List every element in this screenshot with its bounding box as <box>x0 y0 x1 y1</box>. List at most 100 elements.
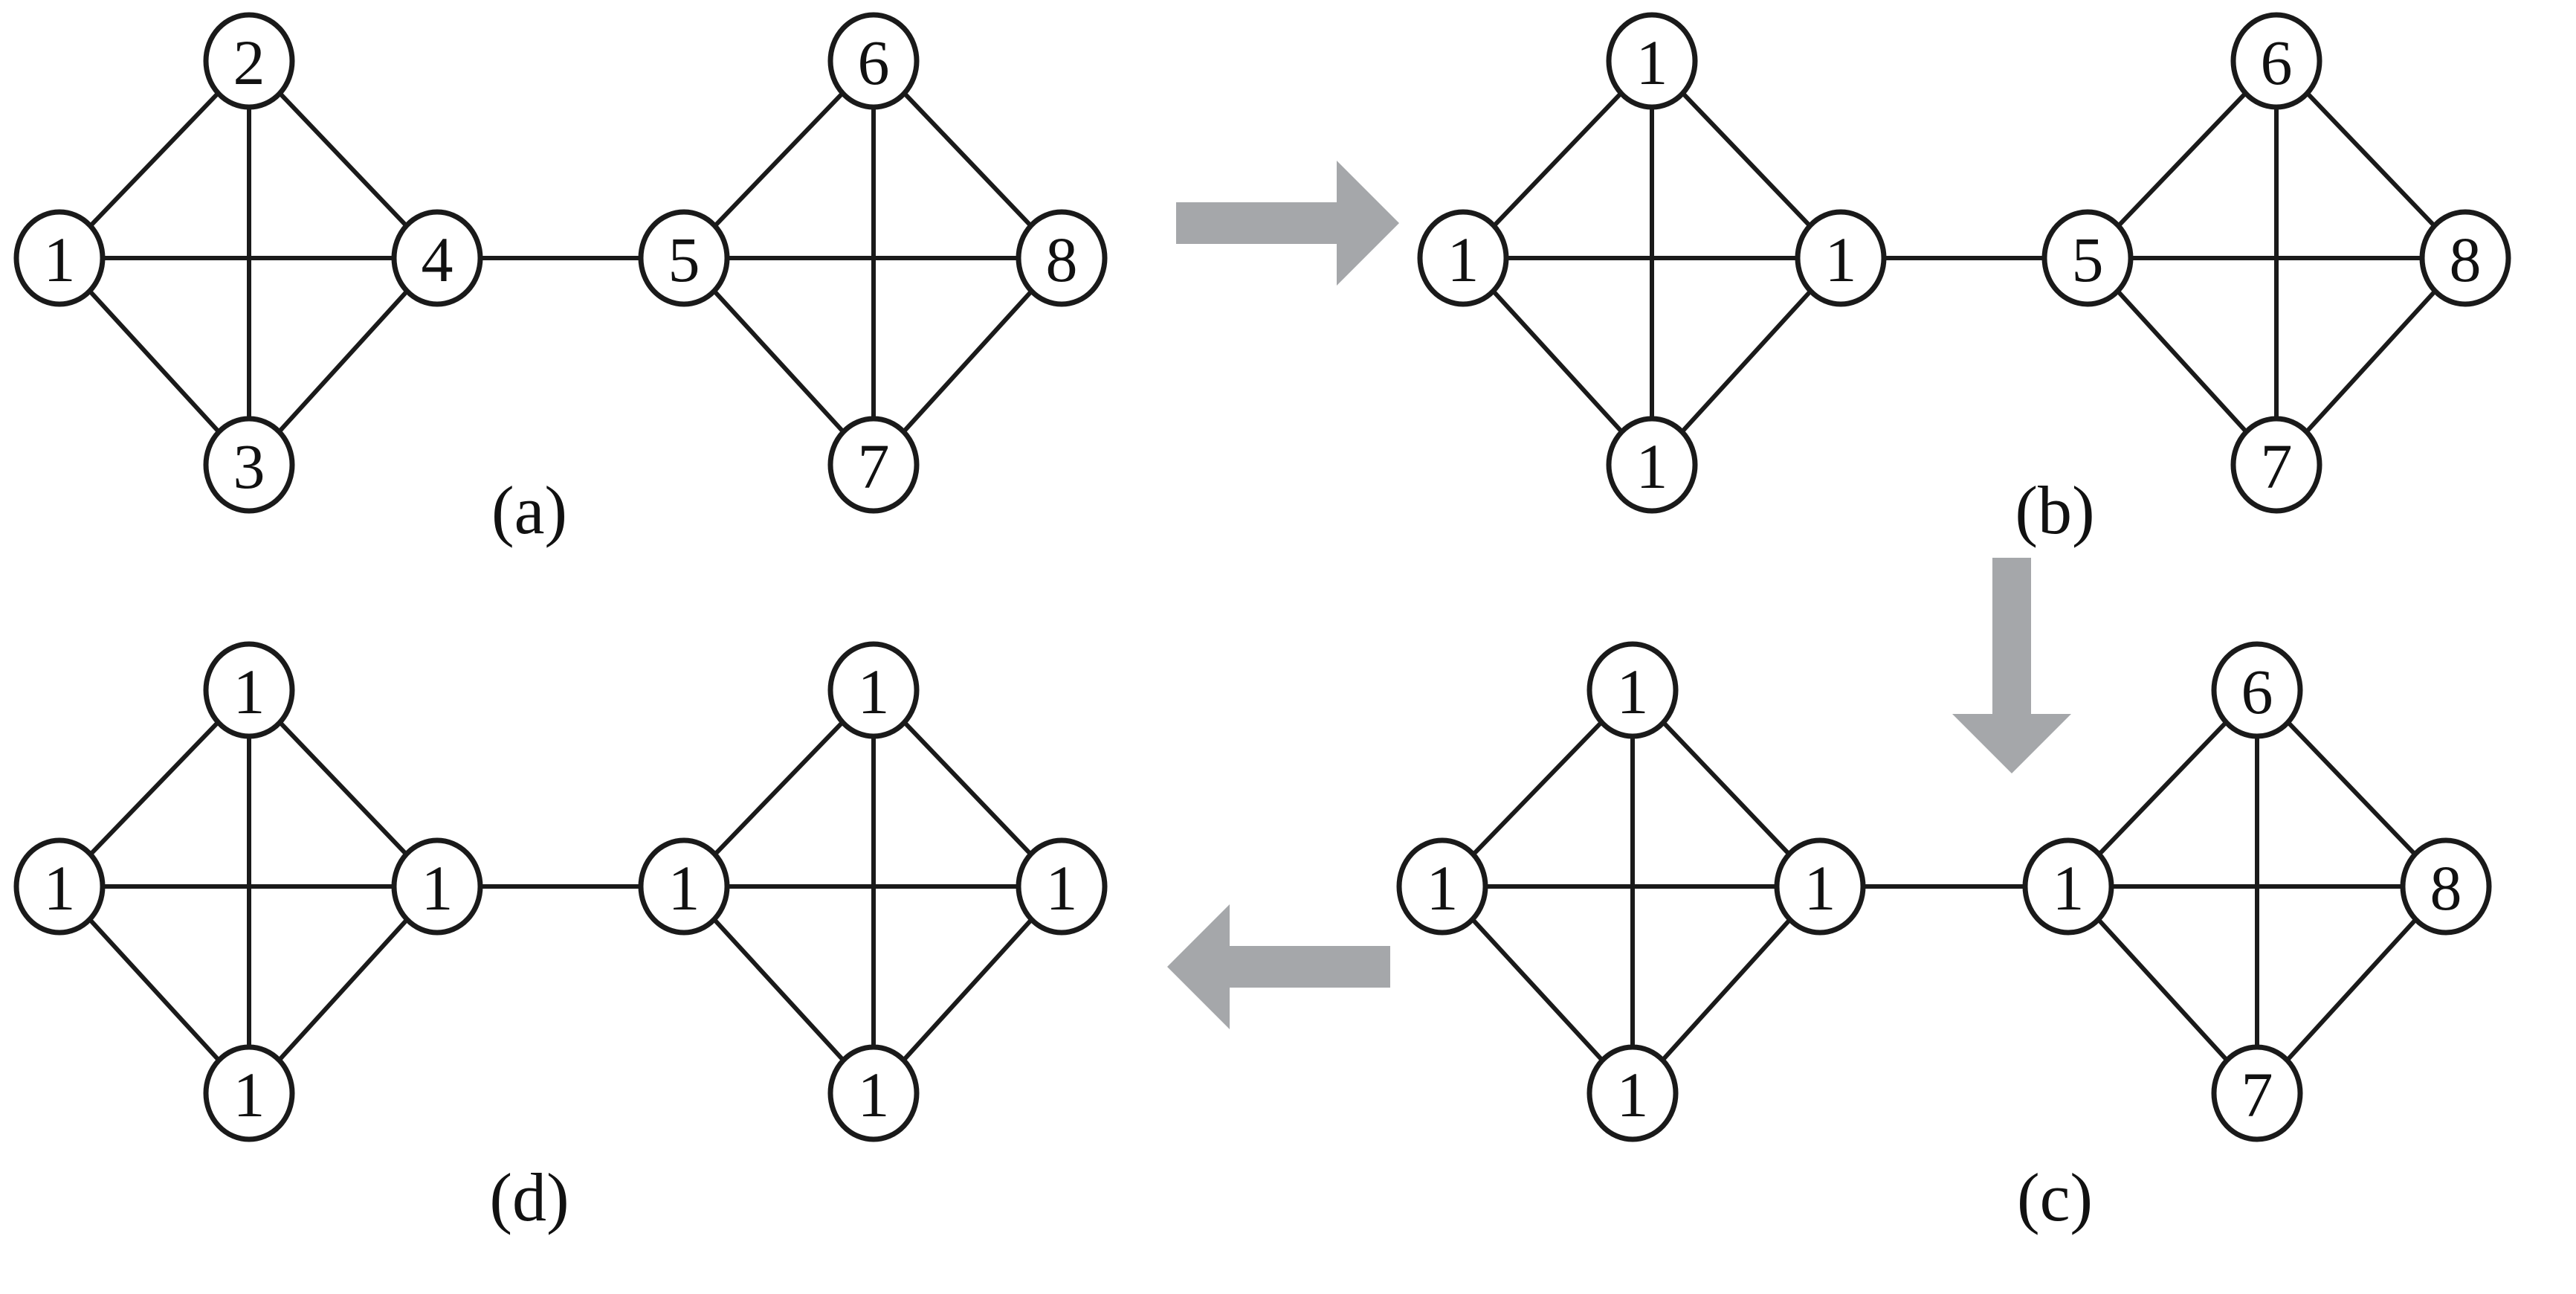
graph-edge <box>713 91 845 228</box>
node-label: 1 <box>1825 224 1857 295</box>
panel-label-c: (c) <box>2017 1159 2093 1235</box>
node-circle <box>638 837 730 936</box>
node-d-left-south[interactable]: 1 <box>203 1044 295 1142</box>
node-a-left-east[interactable]: 4 <box>391 209 483 307</box>
node-c-left-south[interactable]: 1 <box>1586 1044 1679 1142</box>
graph-edge <box>88 918 221 1062</box>
graph-edge <box>902 289 1033 434</box>
node-circle <box>1396 837 1488 936</box>
node-b-left-west[interactable]: 1 <box>1417 209 1509 307</box>
node-d-right-south[interactable]: 1 <box>827 1044 920 1142</box>
node-b-left-south[interactable]: 1 <box>1606 416 1698 514</box>
node-d-left-west[interactable]: 1 <box>13 837 106 936</box>
graph-edge <box>1492 91 1623 228</box>
node-b-right-east[interactable]: 8 <box>2419 209 2511 307</box>
node-circle <box>827 641 920 739</box>
node-label: 7 <box>858 431 890 502</box>
node-label: 1 <box>44 852 76 924</box>
node-b-right-west[interactable]: 5 <box>2041 209 2134 307</box>
node-c-right-south[interactable]: 7 <box>2211 1044 2303 1142</box>
node-circle <box>203 641 295 739</box>
graph-edge <box>1471 918 1604 1062</box>
node-d-left-east[interactable]: 1 <box>391 837 483 936</box>
node-circle <box>827 416 920 514</box>
graph-edge <box>1491 289 1624 434</box>
node-label: 1 <box>858 1059 890 1130</box>
graph-edge <box>277 289 409 434</box>
node-d-right-east[interactable]: 1 <box>1016 837 1108 936</box>
graph-edge <box>1661 918 1792 1062</box>
node-label: 2 <box>233 27 265 98</box>
node-label: 1 <box>233 1059 265 1130</box>
node-d-right-north[interactable]: 1 <box>827 641 920 739</box>
graph-edge <box>713 721 845 856</box>
node-d-left-north[interactable]: 1 <box>203 641 295 739</box>
arrow-b-to-c <box>1952 558 2071 773</box>
node-label: 7 <box>2261 431 2293 502</box>
node-circle <box>2211 1044 2303 1142</box>
node-label: 1 <box>1636 431 1668 502</box>
node-a-right-south[interactable]: 7 <box>827 416 920 514</box>
node-label: 1 <box>858 656 890 727</box>
node-label: 6 <box>2261 27 2293 98</box>
node-circle <box>827 12 920 110</box>
node-circle <box>638 209 730 307</box>
node-label: 1 <box>233 656 265 727</box>
node-c-left-north[interactable]: 1 <box>1586 641 1679 739</box>
node-b-right-south[interactable]: 7 <box>2230 416 2322 514</box>
node-circle <box>1774 837 1866 936</box>
graph-edge <box>712 289 845 434</box>
node-circle <box>13 837 106 936</box>
panel-label-d: (d) <box>489 1159 569 1235</box>
panel-label-b: (b) <box>2015 472 2094 548</box>
node-a-left-west[interactable]: 1 <box>13 209 106 307</box>
node-circle <box>827 1044 920 1142</box>
node-label: 1 <box>2053 852 2085 924</box>
node-a-left-north[interactable]: 2 <box>203 12 295 110</box>
node-c-right-east[interactable]: 8 <box>2400 837 2492 936</box>
node-label: 1 <box>668 852 700 924</box>
node-label: 4 <box>422 224 453 295</box>
graph-edge <box>88 721 220 856</box>
graph-edge <box>277 918 409 1062</box>
arrow-c-to-d <box>1167 904 1390 1029</box>
node-circle <box>391 209 483 307</box>
panel-labels-layer: (a) (b) (c) (d) <box>489 472 2094 1235</box>
graph-edge <box>712 918 845 1062</box>
node-c-right-north[interactable]: 6 <box>2211 641 2303 739</box>
node-d-right-west[interactable]: 1 <box>638 837 730 936</box>
panel-label-a: (a) <box>491 472 567 548</box>
graph-edge <box>1681 91 1812 228</box>
node-label: 1 <box>422 852 453 924</box>
node-label: 1 <box>1046 852 1078 924</box>
graph-edge <box>88 91 220 228</box>
node-a-right-east[interactable]: 8 <box>1016 209 1108 307</box>
node-c-right-west[interactable]: 1 <box>2022 837 2114 936</box>
node-a-right-west[interactable]: 5 <box>638 209 730 307</box>
node-c-left-east[interactable]: 1 <box>1774 837 1866 936</box>
node-a-right-north[interactable]: 6 <box>827 12 920 110</box>
node-a-left-south[interactable]: 3 <box>203 416 295 514</box>
node-c-left-west[interactable]: 1 <box>1396 837 1488 936</box>
node-circle <box>1016 209 1108 307</box>
arrow-a-to-b <box>1176 161 1399 286</box>
node-b-right-north[interactable]: 6 <box>2230 12 2322 110</box>
node-circle <box>2022 837 2114 936</box>
graph-edge <box>2116 289 2248 434</box>
node-circle <box>1586 641 1679 739</box>
node-b-left-east[interactable]: 1 <box>1795 209 1887 307</box>
node-label: 1 <box>1804 852 1836 924</box>
node-label: 6 <box>858 27 890 98</box>
node-circle <box>2400 837 2492 936</box>
node-label: 6 <box>2241 656 2273 727</box>
node-label: 5 <box>2072 224 2104 295</box>
node-circle <box>1606 416 1698 514</box>
graph-edge <box>278 721 408 856</box>
node-label: 3 <box>233 431 265 502</box>
node-b-left-north[interactable]: 1 <box>1606 12 1698 110</box>
graph-edge <box>2305 289 2437 434</box>
graph-edge <box>903 721 1033 856</box>
graph-edge <box>1471 720 1604 857</box>
